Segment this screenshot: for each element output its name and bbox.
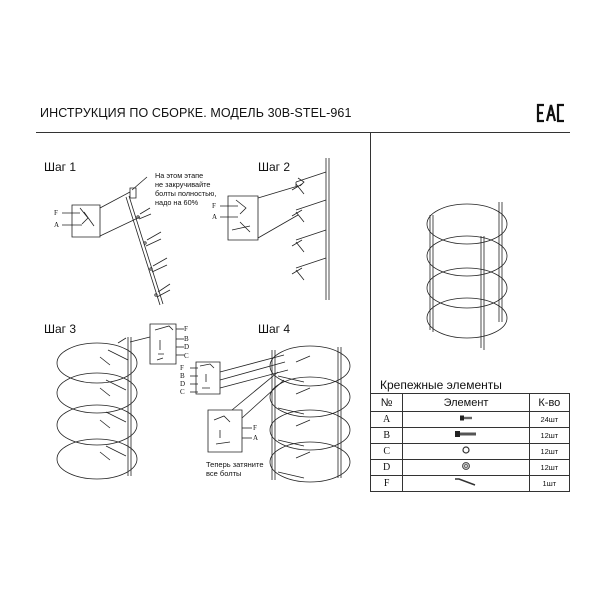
step-4-drawing — [190, 345, 351, 483]
hardware-table-title: Крепежные элементы — [380, 378, 502, 392]
column-divider — [370, 132, 371, 492]
part-qty: 24шт — [528, 411, 571, 428]
part-label: D — [184, 343, 190, 351]
part-id: A — [369, 411, 404, 428]
part-id: F — [369, 475, 404, 492]
part-label: A — [253, 434, 259, 442]
part-label: F — [253, 424, 257, 432]
step-4-note: Теперь затяните все болты — [206, 460, 264, 478]
part-label: C — [184, 352, 189, 360]
part-label: B — [184, 335, 189, 343]
step-1-drawing — [62, 176, 171, 306]
part-label: F — [212, 202, 216, 210]
eac-mark-icon — [536, 103, 564, 123]
hex-key-icon — [455, 478, 476, 486]
ring-washer-icon — [462, 446, 470, 454]
table-row: C 12шт — [369, 443, 571, 460]
header-divider — [36, 132, 570, 133]
column-header: К-во — [528, 393, 571, 412]
small-screw-icon — [460, 415, 473, 421]
part-label: A — [212, 213, 218, 221]
table-header-row: № Элемент К-во — [369, 393, 571, 412]
part-label: F — [184, 325, 188, 333]
page-title: ИНСТРУКЦИЯ ПО СБОРКЕ. МОДЕЛЬ 30В-STEL-96… — [40, 106, 352, 120]
part-id: B — [369, 427, 404, 444]
hardware-table: № Элемент К-во A 24шт B 12шт — [369, 393, 571, 492]
step-2-label: Шаг 2 — [258, 160, 291, 174]
part-label: B — [180, 372, 185, 380]
part-label: F — [54, 209, 58, 217]
column-header: № — [369, 393, 404, 412]
part-icon-cell — [402, 459, 530, 476]
step-1-note-line: надо на 60% — [155, 198, 199, 207]
part-id: D — [369, 459, 404, 476]
part-label: A — [54, 221, 60, 229]
step-3-drawing — [56, 323, 184, 480]
part-icon-cell — [402, 411, 530, 428]
part-qty: 12шт — [528, 443, 571, 460]
part-label: D — [180, 380, 186, 388]
table-row: A 24шт — [369, 411, 571, 428]
step-1-note-line: На этом этапе — [155, 171, 204, 180]
table-row: D 12шт — [369, 459, 571, 476]
step-1-note-line: болты полностью, — [155, 189, 217, 198]
step-3-label: Шаг 3 — [44, 322, 77, 336]
part-qty: 1шт — [528, 475, 571, 492]
bolt-icon — [455, 431, 477, 437]
part-label: F — [180, 364, 184, 372]
table-row: B 12шт — [369, 427, 571, 444]
part-label: C — [180, 388, 185, 396]
step-1-label: Шаг 1 — [44, 160, 77, 174]
part-id: C — [369, 443, 404, 460]
step-4-note-line: Теперь затяните — [206, 460, 264, 469]
part-qty: 12шт — [528, 459, 571, 476]
part-icon-cell — [402, 427, 530, 444]
part-icon-cell — [402, 475, 530, 492]
part-qty: 12шт — [528, 427, 571, 444]
step-1-note-line: не закручивайте — [155, 180, 211, 189]
step-4-note-line: все болты — [206, 469, 242, 478]
table-row: F 1шт — [369, 475, 571, 492]
step-4-label: Шаг 4 — [258, 322, 291, 336]
step-2-drawing — [220, 158, 330, 300]
assembled-shelf-drawing — [426, 202, 508, 350]
part-icon-cell — [402, 443, 530, 460]
step-1-note: На этом этапе не закручивайте болты полн… — [155, 171, 216, 207]
column-header: Элемент — [402, 393, 530, 412]
flat-washer-icon — [462, 462, 470, 470]
